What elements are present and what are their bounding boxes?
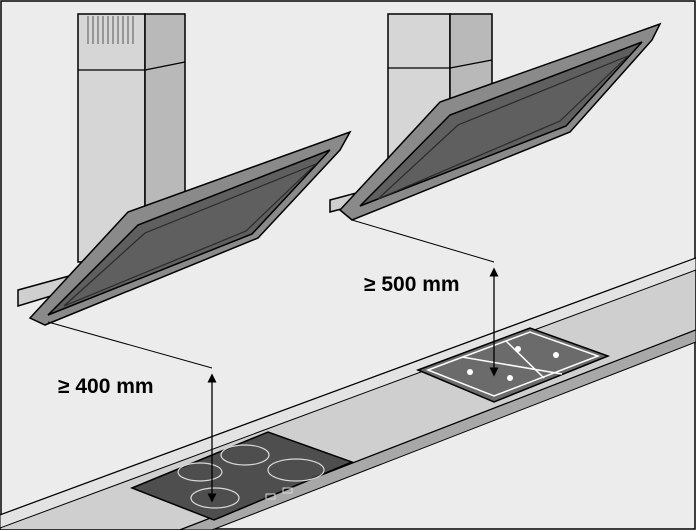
right-clearance-dimension: ≥ 500 mm bbox=[351, 219, 499, 377]
induction-hob bbox=[129, 431, 355, 521]
control-icon bbox=[282, 487, 293, 494]
burner-icon bbox=[553, 352, 559, 358]
right-hood bbox=[329, 22, 662, 221]
worktop-edge bbox=[0, 257, 696, 529]
left-hood-panel bbox=[47, 149, 331, 316]
left-clearance-dimension: ≥ 400 mm bbox=[47, 321, 217, 503]
left-clearance-label: ≥ 400 mm bbox=[58, 375, 154, 398]
burner-icon bbox=[507, 375, 513, 381]
left-hood bbox=[17, 130, 352, 326]
control-icon bbox=[265, 493, 276, 500]
burner-icon bbox=[515, 346, 521, 352]
right-clearance-label: ≥ 500 mm bbox=[364, 273, 460, 296]
burner-icon bbox=[467, 369, 473, 375]
cooking-zone bbox=[177, 462, 223, 482]
cooking-zone bbox=[220, 444, 270, 466]
cooking-zone bbox=[267, 458, 325, 482]
right-hood-panel bbox=[359, 41, 643, 207]
